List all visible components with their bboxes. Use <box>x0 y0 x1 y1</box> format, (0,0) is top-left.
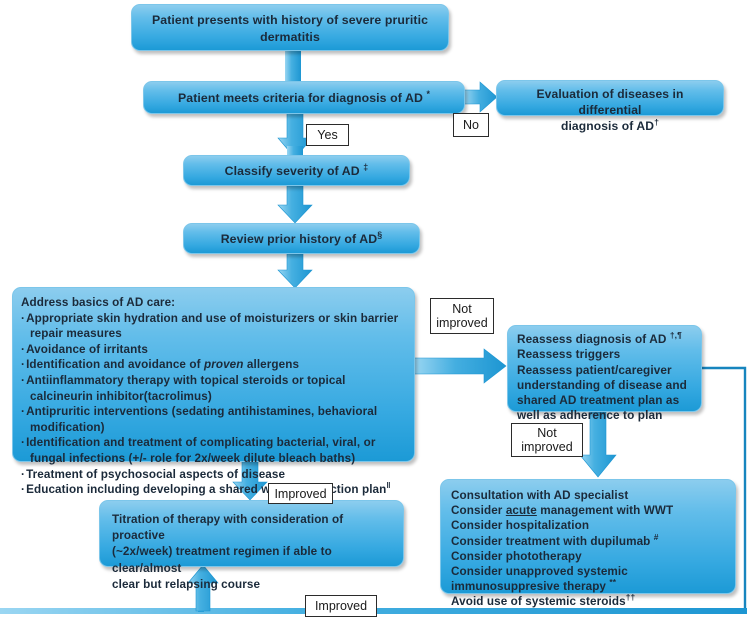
flow-text-line: · Identification and avoidance of proven… <box>21 358 300 372</box>
arrow-criteria-yes-down <box>277 112 313 159</box>
node-titration-line1: Titration of therapy with consideration … <box>112 513 344 543</box>
flow-text-line: · Antiinflammatory therapy with topical … <box>21 373 346 403</box>
node-classify-text: Classify severity of AD ‡ <box>224 161 369 178</box>
node-patient-presents-line2: dermatitis <box>260 30 320 44</box>
flow-text-line: · Education including developing a share… <box>21 480 391 497</box>
flow-text-line: · Treatment of psychosocial aspects of d… <box>21 467 286 481</box>
tag-improved-bottom: Improved <box>305 595 377 617</box>
flow-text-line: · Antipruritic interventions (sedating a… <box>21 405 378 434</box>
flow-text-line: Consider unapproved systemic immunosuppr… <box>451 565 628 594</box>
flow-text-line: · Identification and treatment of compli… <box>21 436 376 465</box>
node-review-history[interactable]: Review prior history of AD§ <box>183 223 420 254</box>
node-meets-criteria[interactable]: Patient meets criteria for diagnosis of … <box>143 81 465 114</box>
flow-text-line: Consultation with AD specialist <box>451 489 629 502</box>
flow-text-line: Consider hospitalization <box>451 519 590 533</box>
node-address-basics-heading: Address basics of AD care: <box>21 296 176 309</box>
node-differential-diagnosis[interactable]: Evaluation of diseases in differential d… <box>496 80 724 133</box>
footnote-double-dagger: ‡ <box>363 161 369 172</box>
node-review-text: Review prior history of AD§ <box>220 229 383 246</box>
node-reassess[interactable]: Reassess diagnosis of AD †,¶Reassess tri… <box>507 325 702 422</box>
footnote-section: § <box>377 229 383 240</box>
connector-titration-left-spur <box>108 566 111 568</box>
node-patient-presents-line1: Patient presents with history of severe … <box>151 13 429 27</box>
tag-not-improved-basics: Not improved <box>430 298 494 334</box>
flow-text-line: · Appropriate skin hydration and use of … <box>21 311 399 341</box>
flow-text-line: Avoid use of systemic steroids†† <box>451 592 636 609</box>
node-address-basics-bullets: · Appropriate skin hydration and use of … <box>21 311 403 498</box>
footnote-asterisk: * <box>426 88 431 99</box>
tag-yes: Yes <box>306 124 349 146</box>
arrow-classify-to-review <box>277 185 313 224</box>
node-differential-line2: diagnosis of AD† <box>560 116 660 133</box>
node-address-basics[interactable]: Address basics of AD care: · Appropriate… <box>12 287 415 496</box>
tag-not-improved-reassess: Not improved <box>511 423 583 457</box>
arrow-basics-to-titration <box>232 461 268 501</box>
node-titration-line2: (~2x/week) treatment regimen if able to … <box>112 545 332 575</box>
arrow-yes-to-classify <box>287 146 303 157</box>
arrow-criteria-no-right <box>463 81 498 113</box>
flow-text-line: Consider acute management with WWT <box>451 504 674 518</box>
node-classify-severity[interactable]: Classify severity of AD ‡ <box>183 155 410 186</box>
node-patient-presents[interactable]: Patient presents with history of severe … <box>131 4 449 51</box>
arrow-presents-to-criteria <box>285 49 301 83</box>
node-meets-criteria-text: Patient meets criteria for diagnosis of … <box>177 88 431 105</box>
flow-text-line: Consider treatment with dupilumab # <box>451 531 659 548</box>
arrow-review-to-basics <box>277 253 313 289</box>
node-titration-line3: clear but relapsing course <box>112 577 261 591</box>
flow-text-line: Reassess diagnosis of AD †,¶ <box>517 330 682 346</box>
arrow-reassess-to-consult <box>579 411 617 478</box>
footnote-dagger: † <box>654 116 660 127</box>
node-reassess-lines: Reassess diagnosis of AD †,¶Reassess tri… <box>517 330 692 424</box>
node-titration[interactable]: Titration of therapy with consideration … <box>99 500 404 591</box>
flow-text-line: shared AD treatment plan as well as adhe… <box>517 393 680 423</box>
flow-text-line: Reassess triggers <box>517 347 621 362</box>
node-differential-line1: Evaluation of diseases in differential <box>536 87 684 117</box>
flow-text-line: · Avoidance of irritants <box>21 342 148 356</box>
flow-text-line: Reassess patient/caregiver understanding… <box>517 362 687 392</box>
tag-no: No <box>453 113 489 137</box>
arrow-basics-to-reassess <box>413 348 507 384</box>
arrow-bottom-return-to-titration <box>187 564 219 612</box>
tag-improved-basics: Improved <box>268 483 333 504</box>
flow-text-line: Consider phototherapy <box>451 549 582 563</box>
